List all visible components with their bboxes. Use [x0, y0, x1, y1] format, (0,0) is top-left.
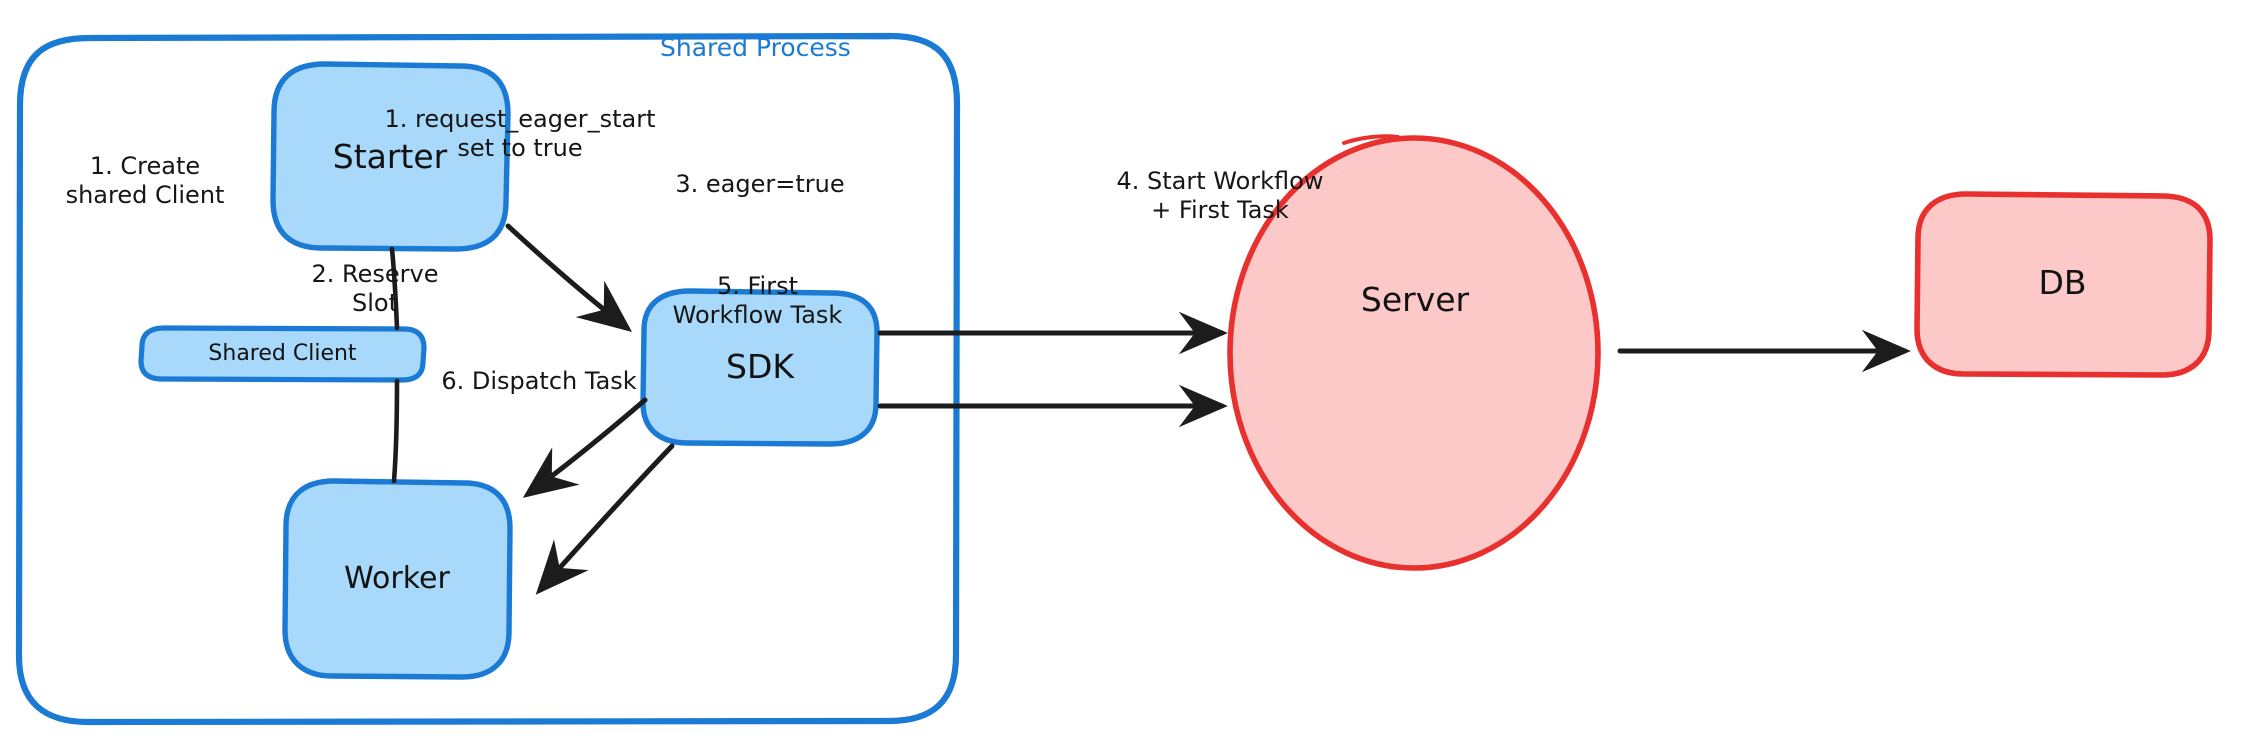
edge-label-first-workflow-task: 5. First Workflow Task [672, 271, 843, 329]
node-worker-shape[interactable] [282, 478, 513, 680]
node-shared-client-shape[interactable] [138, 325, 427, 383]
edge-label-start-workflow: 4. Start Workflow + First Task [1116, 166, 1324, 224]
edge-label-reserve-slot: 2. Reserve Slot [311, 259, 439, 317]
edge-label-create-shared-client: 1. Create shared Client [65, 151, 225, 209]
node-sdk-shape[interactable] [640, 288, 880, 447]
edge-label-request-eager-start: 1. request_eager_start set to true [384, 104, 656, 162]
edge-label-eager-true: 3. eager=true [675, 170, 845, 199]
edge-dispatch-task [535, 443, 675, 595]
group-label-shared-process: Shared Process [660, 33, 851, 62]
node-starter-shape[interactable] [270, 61, 511, 252]
edge-create-shared-client [389, 246, 400, 484]
edge-request-eager-start [505, 223, 633, 332]
node-db-shape[interactable] [1914, 191, 2213, 378]
edge-label-dispatch-task: 6. Dispatch Task [441, 367, 637, 396]
shared-process-container [15, 32, 961, 726]
edge-reserve-slot [522, 397, 648, 498]
node-server-shape[interactable] [1227, 134, 1601, 571]
